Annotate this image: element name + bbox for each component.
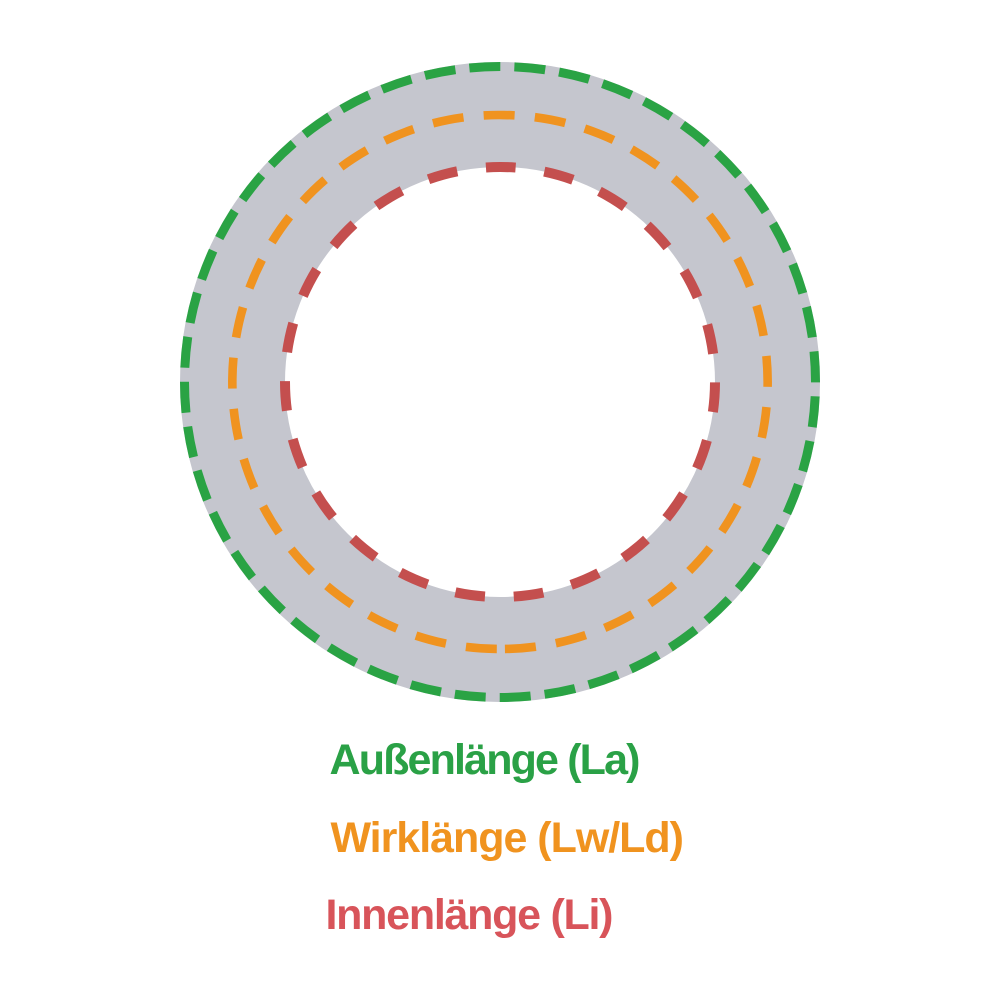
svg-text:Innenlänge (Li): Innenlänge (Li) [326, 891, 614, 939]
svg-text:Außenlänge (La): Außenlänge (La) [330, 736, 641, 784]
svg-text:Wirklänge (Lw/Ld): Wirklänge (Lw/Ld) [331, 814, 685, 862]
